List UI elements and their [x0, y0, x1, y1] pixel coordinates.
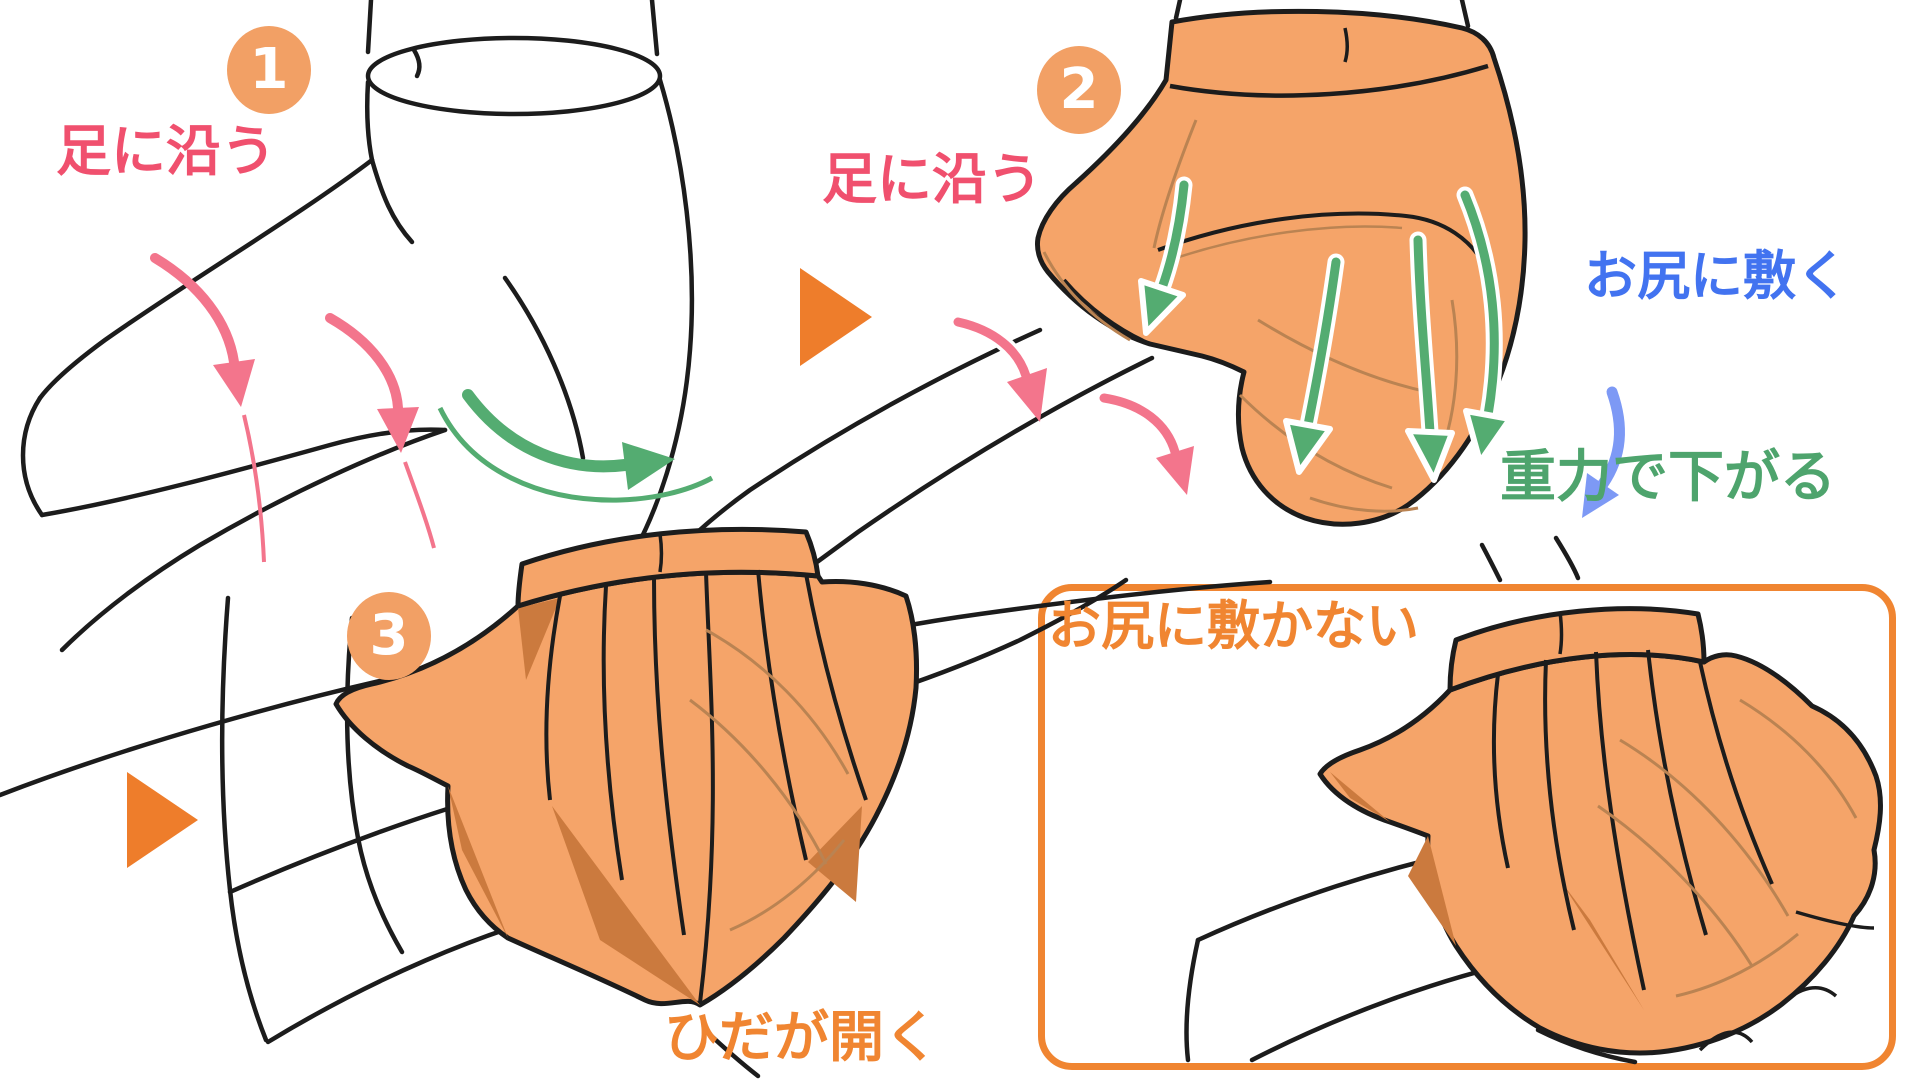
waist-front-edge — [364, 79, 375, 163]
torso-left-edge — [1173, 0, 1183, 21]
step2-skirt-base — [1035, 8, 1528, 527]
butt-crease-shadow — [1163, 225, 1403, 264]
pleat-shadow-4 — [808, 806, 862, 902]
transition-arrow-2-icon — [127, 772, 198, 868]
right-triangle — [800, 268, 872, 366]
arrow-shaft — [150, 253, 239, 367]
arrow-wrap-tail — [437, 406, 714, 503]
step-1-label: 足に沿う — [56, 119, 277, 183]
skirt-outline — [1035, 8, 1528, 527]
torso-right-edge — [1459, 0, 1471, 29]
step-2-badge: 2 — [1037, 46, 1121, 134]
calf-line — [702, 1027, 761, 1079]
arrow-head — [1463, 408, 1513, 465]
arrow-head — [1156, 446, 1194, 495]
near-leg-inner-edge — [344, 615, 405, 955]
waistband — [515, 526, 821, 609]
step2-pink-arrow-2-icon — [1096, 390, 1194, 495]
pleat-shadow-3 — [518, 598, 560, 680]
step-2-label: 足に沿う — [822, 147, 1043, 211]
fold-line-1 — [1152, 119, 1198, 249]
arrow-head — [1007, 368, 1047, 422]
right-triangle — [127, 772, 198, 868]
pleat-shadow-1 — [1408, 836, 1456, 946]
waistband-crease — [1343, 27, 1349, 63]
arrow-head — [1138, 278, 1186, 336]
right-shin-line-2 — [1553, 535, 1581, 581]
near-leg-outer-edge — [219, 595, 269, 1043]
step-2-blue-note: お尻に敷く — [1584, 246, 1849, 307]
arrow-head — [377, 407, 419, 453]
torso-right-edge — [649, 0, 660, 57]
arrow-wrap-tail — [242, 414, 266, 563]
waistband — [1447, 606, 1707, 693]
step2-green-arrow-1-icon — [1138, 176, 1193, 336]
far-thigh-top-edge — [59, 427, 448, 653]
step-3-badge: 3 — [347, 592, 431, 680]
crotch-line — [369, 157, 415, 245]
waistband-bottom-line — [1169, 63, 1489, 98]
near-thigh-top-edge — [37, 157, 375, 401]
arrow-shaft — [1157, 180, 1189, 293]
step2-blue-arrow-icon — [1582, 386, 1625, 518]
wing-inner-fold — [1042, 251, 1131, 342]
pleat-shadow-2 — [1560, 880, 1644, 1010]
torso-left-edge — [365, 0, 374, 55]
butt-crease-line — [1157, 211, 1488, 269]
step-3-caption: ひだが開く — [664, 1005, 940, 1069]
arrow-shaft — [1099, 393, 1180, 457]
arrow-shaft — [953, 317, 1031, 381]
arrow-shaft — [1460, 190, 1499, 420]
near-leg-outer-edge — [1184, 937, 1201, 1063]
wing-fold-edge — [1062, 278, 1151, 346]
step3-pleated-skirt — [333, 526, 919, 1008]
step-1-badge: 1 — [227, 26, 311, 114]
right-shin-line-1 — [1479, 542, 1503, 583]
waist-crease — [411, 47, 422, 79]
waistband-crease — [658, 533, 664, 573]
pleat-shadow-2 — [552, 806, 700, 1005]
near-thigh-bottom-edge — [39, 427, 448, 518]
arrow-head — [1283, 418, 1333, 475]
knee-outline — [20, 395, 45, 518]
step2-green-arrow-3-icon — [1405, 231, 1455, 483]
callout-box-title: お尻に敷かない — [1048, 596, 1419, 657]
arrow-head — [622, 442, 675, 490]
arrow-shaft — [325, 313, 403, 413]
skirt-outline — [1317, 652, 1883, 1056]
step1-pink-arrow-1-icon — [150, 253, 266, 563]
arrow-head — [1405, 428, 1455, 483]
arrow-head — [1582, 473, 1619, 518]
fold-line-5 — [1309, 496, 1419, 513]
step2-green-arrow-2-icon — [1283, 253, 1345, 475]
pleat-shadow-3 — [1330, 772, 1390, 822]
drape-fold-lines — [689, 628, 850, 932]
pleat-shadow-1 — [448, 786, 508, 938]
arrow-shaft — [1413, 235, 1435, 437]
pleat-lines — [544, 569, 868, 1004]
step2-green-arrow-4-icon — [1456, 186, 1513, 465]
callout-pleated-skirt — [1317, 606, 1883, 1056]
waistband-crease — [1558, 611, 1564, 655]
hem-ruffle-lines — [1698, 910, 1875, 1052]
fold-line-3 — [1257, 318, 1429, 394]
arrow-head — [213, 359, 255, 407]
step-2-green-note: 重力で下がる — [1500, 445, 1836, 510]
arrow-shaft — [462, 389, 631, 473]
arrow-shaft — [1303, 257, 1341, 430]
waist-opening — [365, 35, 663, 117]
far-thigh-top-edge — [769, 355, 1155, 598]
step1-green-swoosh-arrow-icon — [437, 389, 714, 503]
transition-arrow-1-icon — [800, 268, 872, 366]
step2-pink-arrow-1-icon — [950, 314, 1047, 422]
arrow-shaft — [1597, 386, 1625, 490]
butt-crease — [502, 275, 586, 461]
pleat-lines — [1491, 649, 1774, 991]
drape-fold-lines — [1597, 698, 1858, 998]
arrow-wrap-tail — [403, 461, 436, 549]
step1-pink-arrow-2-icon — [325, 313, 436, 549]
